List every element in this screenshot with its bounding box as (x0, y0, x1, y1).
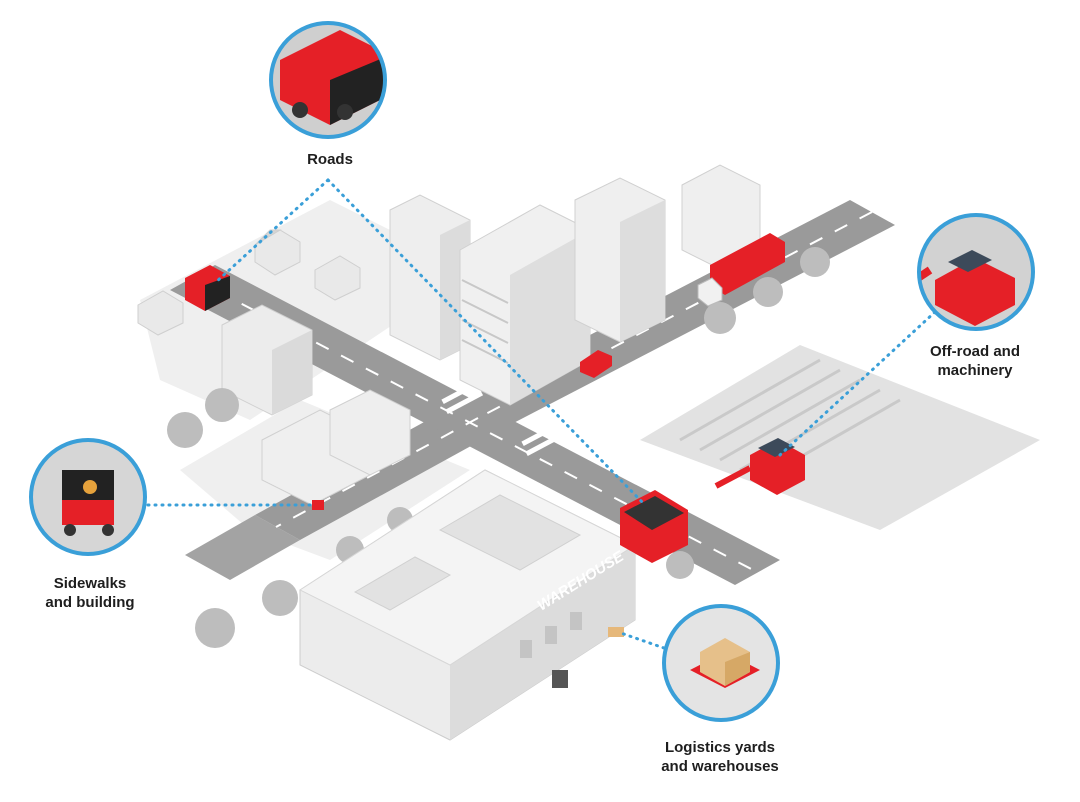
houses (137, 229, 361, 336)
warehouse-building: WAREHOUSE (298, 469, 637, 741)
callout-offroad (917, 213, 1035, 331)
logistics-cart (608, 627, 624, 637)
red-car (580, 350, 612, 378)
callout-logistics (662, 604, 780, 722)
label-sidewalks-line-2: and building (45, 594, 135, 611)
label-offroad: Off-road and machinery (900, 342, 1050, 380)
harvester-robot (714, 438, 805, 495)
label-offroad-line-1: Off-road and (930, 343, 1020, 360)
label-roads-line-1: Roads (307, 151, 353, 168)
shuttle-bus (620, 490, 688, 563)
vehicles (185, 233, 805, 688)
label-logistics: Logistics yards and warehouses (620, 738, 820, 776)
red-truck (697, 233, 785, 307)
delivery-van (185, 265, 230, 311)
label-roads: Roads (270, 150, 390, 169)
forklift (552, 670, 568, 688)
callout-roads (269, 21, 387, 139)
label-sidewalks-line-1: Sidewalks (53, 575, 127, 592)
label-logistics-line-1: Logistics yards (664, 739, 776, 756)
trees (167, 247, 830, 648)
label-offroad-line-2: machinery (937, 362, 1013, 379)
callout-sidewalks (29, 438, 147, 556)
connector-lines (146, 178, 937, 650)
label-logistics-line-2: and warehouses (661, 758, 779, 775)
field-plot (640, 345, 1040, 530)
label-sidewalks: Sidewalks and building (20, 574, 160, 612)
buildings (221, 164, 761, 506)
sidewalk-bot (312, 500, 324, 510)
